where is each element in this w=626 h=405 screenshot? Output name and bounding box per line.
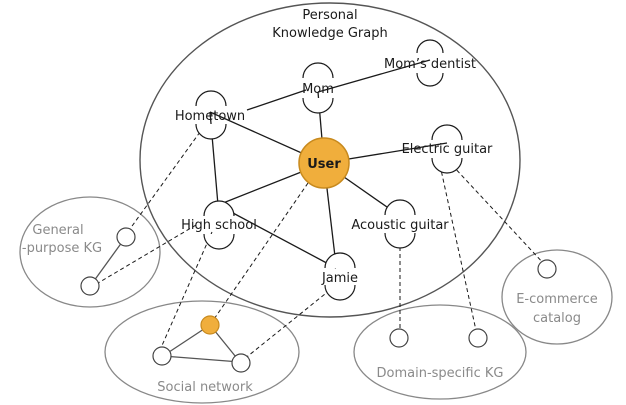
general-kg-ellipse: [19, 196, 161, 308]
dash-highschool-general: [92, 224, 197, 287]
title-line1: Personal: [302, 8, 357, 23]
node-electric-guitar: [431, 124, 463, 141]
label-jamie: Jamie: [321, 271, 358, 286]
edge-high-school-jamie: [217, 204, 337, 269]
label-general-kg-line2: -purpose KG: [22, 241, 102, 256]
label-acoustic-guitar: Acoustic guitar: [351, 218, 449, 233]
social-node-c: [231, 353, 251, 373]
domain-node-a: [389, 328, 409, 348]
label-hometown: Hometown: [175, 109, 245, 124]
dash-electric-domain: [439, 164, 478, 336]
social-network-ellipse: [104, 300, 300, 404]
label-ecommerce-line2: catalog: [533, 311, 581, 326]
edge-social-b-c: [162, 355, 241, 363]
label-ecommerce-line1: E-commerce: [516, 292, 598, 307]
personal-kg-ellipse: [139, 2, 521, 318]
label-high-school: High school: [181, 218, 257, 233]
dash-jamie-social: [242, 289, 331, 361]
node-electric-guitar-bottom: [431, 157, 463, 174]
domain-node-b: [468, 328, 488, 348]
edge-mom-dentist: [317, 59, 431, 93]
node-jamie: [324, 252, 356, 269]
node-acoustic-guitar-bottom: [384, 232, 416, 249]
node-mom-bottom: [302, 97, 334, 114]
edge-general-nodes: [90, 237, 126, 286]
general-node-a: [116, 227, 136, 247]
label-moms-dentist: Mom’s dentist: [384, 57, 476, 72]
label-general-kg-line1: General: [32, 223, 83, 238]
title-line2: Knowledge Graph: [272, 26, 387, 41]
dash-user-social: [211, 182, 309, 323]
node-high-school: [203, 200, 235, 217]
label-domain-kg: Domain-specific KG: [377, 366, 504, 381]
node-moms-dentist-bottom: [416, 72, 444, 87]
ecommerce-node: [537, 259, 557, 279]
node-acoustic-guitar: [384, 199, 416, 216]
node-hometown: [195, 90, 227, 107]
domain-kg-ellipse: [353, 304, 527, 400]
node-hometown-bottom: [195, 123, 227, 140]
social-node-b: [152, 346, 172, 366]
label-mom: Mom: [302, 82, 334, 97]
dash-highschool-social: [159, 231, 213, 351]
label-electric-guitar: Electric guitar: [402, 142, 493, 157]
ecommerce-ellipse: [501, 249, 613, 345]
node-moms-dentist: [416, 39, 444, 54]
node-user: [298, 137, 350, 189]
social-node-user: [200, 315, 220, 335]
edge-mom-hometown: [246, 89, 307, 111]
dash-electric-ecommerce: [451, 164, 546, 266]
node-mom: [302, 62, 334, 79]
node-high-school-bottom: [203, 233, 235, 250]
node-jamie-bottom: [324, 284, 356, 301]
general-node-b: [80, 276, 100, 296]
label-social-network: Social network: [157, 380, 253, 395]
label-user: User: [307, 157, 341, 172]
